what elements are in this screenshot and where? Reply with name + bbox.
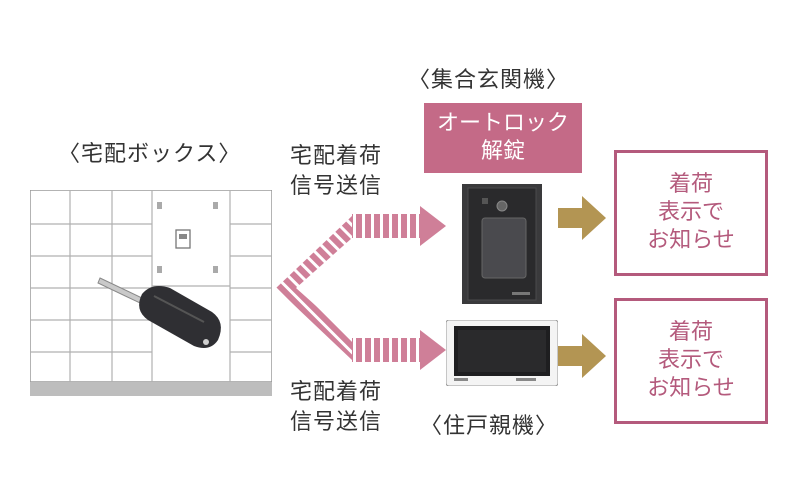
delivery-box-label: 〈宅配ボックス〉	[58, 142, 242, 167]
notice-box-bottom: 着荷 表示で お知らせ	[614, 298, 768, 424]
signal-text-bottom-line1: 宅配着荷	[290, 380, 383, 405]
auto-lock-badge-line1: オートロック	[436, 111, 569, 136]
notice-top-line3: お知らせ	[647, 228, 735, 253]
gold-arrow-top	[558, 196, 606, 240]
entrance-intercom-panel	[462, 184, 542, 304]
locker-base	[30, 382, 272, 396]
notice-bottom-line2: 表示で	[657, 348, 724, 373]
notice-box-top: 着荷 表示で お知らせ	[614, 150, 768, 276]
signal-text-bottom: 宅配着荷 信号送信	[290, 378, 382, 438]
signal-text-top: 宅配着荷 信号送信	[290, 142, 382, 202]
notice-bottom-line3: お知らせ	[647, 376, 735, 401]
signal-arrow-bottom-bar	[352, 338, 420, 362]
auto-lock-badge: オートロック 解錠	[424, 103, 582, 173]
signal-text-top-line1: 宅配着荷	[290, 144, 383, 169]
entrance-intercom-screen	[481, 217, 527, 279]
delivery-locker-illustration	[30, 190, 272, 396]
signal-diagonal-legs	[276, 216, 352, 360]
locker-handles	[157, 202, 218, 273]
home-master-unit	[446, 320, 558, 386]
signal-arrow-top-bar	[352, 214, 420, 238]
locker-grid	[30, 190, 272, 382]
home-unit-label: 〈住戸親機〉	[420, 414, 559, 439]
signal-arrow-bottom-head	[420, 330, 446, 370]
auto-lock-badge-line2: 解錠	[480, 139, 525, 164]
signal-text-bottom-line2: 信号送信	[290, 410, 383, 435]
signal-arrow-top-head	[420, 206, 446, 246]
notice-bottom-line1: 着荷	[668, 320, 713, 345]
notice-top-line1: 着荷	[668, 172, 713, 197]
locker-frame	[30, 190, 272, 383]
signal-text-top-line2: 信号送信	[290, 174, 383, 199]
notice-top-line2: 表示で	[657, 200, 724, 225]
gold-arrow-bottom	[558, 334, 606, 378]
signal-arrows	[276, 206, 446, 370]
key-fob-icon	[97, 277, 221, 348]
locker-control-screen	[179, 234, 187, 239]
entrance-unit-label: 〈集合玄関機〉	[408, 68, 570, 93]
